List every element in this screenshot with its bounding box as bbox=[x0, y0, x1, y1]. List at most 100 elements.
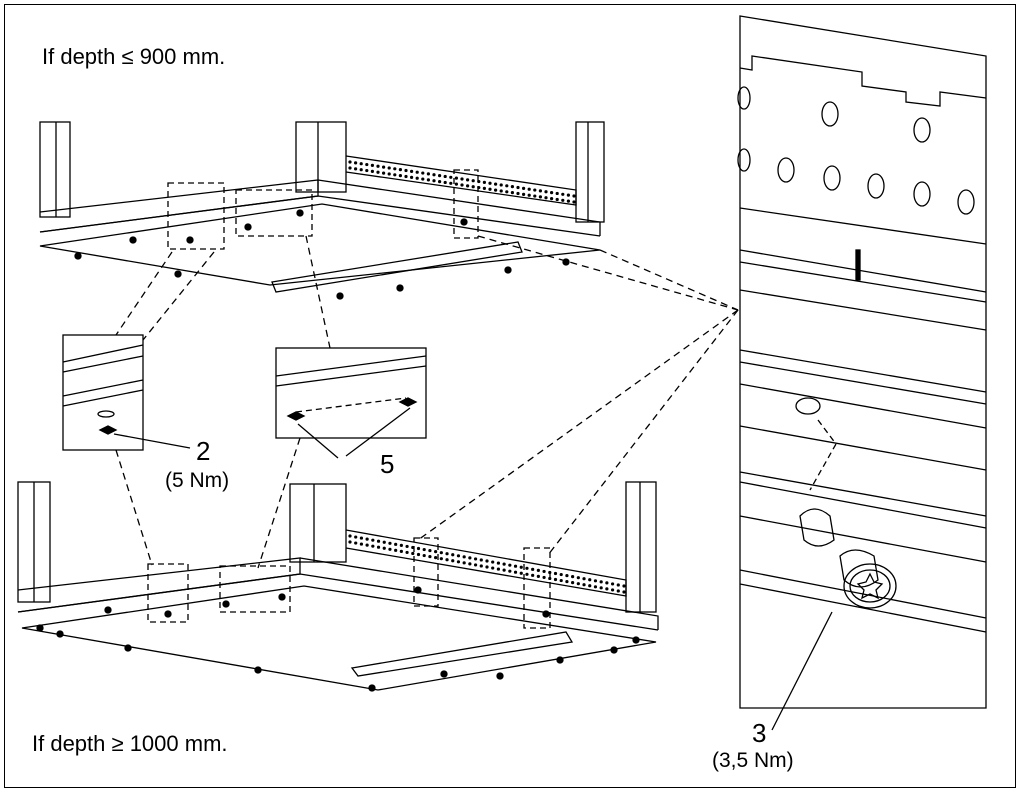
perforation-dot bbox=[410, 175, 414, 179]
perforation-dot bbox=[443, 180, 447, 185]
condition-depth-1000: If depth ≥ 1000 mm. bbox=[32, 731, 228, 756]
perforation-dot bbox=[542, 575, 546, 580]
perforation-dot bbox=[522, 186, 526, 190]
perforation-dot bbox=[471, 185, 475, 189]
perforation-dot bbox=[559, 572, 563, 577]
perforation-dot bbox=[505, 184, 509, 188]
perforation-dot bbox=[394, 548, 398, 552]
detail-inset-2 bbox=[62, 334, 191, 451]
perforation-dot bbox=[443, 174, 447, 179]
perforation-dot bbox=[565, 573, 569, 578]
perforation-dot bbox=[544, 190, 548, 194]
perforation-dot bbox=[426, 172, 430, 176]
perforation-dot bbox=[466, 184, 470, 188]
perforation-dot bbox=[513, 564, 518, 568]
perforation-dot bbox=[561, 198, 565, 202]
perforation-dot bbox=[405, 550, 409, 555]
perforation-dot bbox=[479, 558, 483, 562]
callout-2-torque: (5 Nm) bbox=[165, 469, 230, 492]
perforation-dot bbox=[559, 578, 563, 583]
perforation-dot bbox=[370, 169, 374, 173]
perforation-dot bbox=[422, 547, 426, 552]
perforation-dot bbox=[588, 584, 592, 588]
perforation-dot bbox=[359, 542, 364, 546]
callout-3-number: 3 bbox=[752, 718, 767, 748]
detail-panel-3 bbox=[737, 15, 987, 731]
perforation-dot bbox=[538, 189, 543, 193]
perforation-dot bbox=[605, 587, 609, 591]
perforation-dot bbox=[572, 194, 576, 198]
perforation-dot bbox=[462, 555, 466, 559]
perforation-dot bbox=[460, 177, 464, 181]
perforation-dot bbox=[466, 178, 470, 182]
perforation-dot bbox=[348, 160, 352, 164]
perforation-dot bbox=[421, 171, 425, 175]
perforation-dot bbox=[451, 553, 455, 557]
perforation-dot bbox=[508, 563, 512, 567]
perforation-dot bbox=[405, 544, 409, 549]
perforation-dot bbox=[404, 174, 408, 179]
perforation-dot bbox=[354, 161, 358, 165]
perforation-dot bbox=[411, 545, 415, 550]
perforation-dot bbox=[439, 557, 443, 561]
perforation-dot bbox=[387, 172, 391, 176]
perforation-dot bbox=[588, 578, 592, 582]
perforation-dot bbox=[538, 195, 543, 199]
perforation-dot bbox=[382, 171, 386, 175]
perforation-dot bbox=[510, 191, 514, 195]
perforation-dot bbox=[616, 583, 620, 587]
perforation-dot bbox=[398, 174, 402, 178]
perforation-dot bbox=[404, 168, 408, 173]
perforation-dot bbox=[505, 190, 509, 194]
torx-screw bbox=[839, 549, 897, 609]
rail-holes bbox=[737, 86, 975, 215]
perforation-dot bbox=[516, 185, 520, 190]
perforation-dot bbox=[565, 579, 569, 584]
perforation-dot bbox=[571, 581, 575, 585]
perforation-dot bbox=[582, 577, 586, 581]
perforation-dot bbox=[421, 177, 425, 181]
perforation-dot bbox=[485, 565, 489, 569]
perforation-dot bbox=[398, 168, 402, 172]
perforation-dot bbox=[382, 540, 386, 544]
perforation-dot bbox=[550, 191, 554, 195]
perforation-dot bbox=[428, 554, 432, 559]
perforation-dot bbox=[488, 187, 492, 191]
perforation-dot bbox=[622, 590, 626, 594]
perforation-dot bbox=[445, 558, 449, 562]
perforation-dot bbox=[519, 565, 523, 569]
perforation-dot bbox=[482, 186, 486, 190]
perforation-dot bbox=[454, 182, 458, 186]
perforation-dot bbox=[382, 546, 386, 550]
perforation-dot bbox=[510, 185, 514, 189]
perforation-dot bbox=[525, 566, 529, 570]
detail-inset-5 bbox=[275, 347, 427, 459]
perforation-dot bbox=[536, 568, 540, 572]
condition-depth-900: If depth ≤ 900 mm. bbox=[42, 44, 226, 69]
perforation-dot bbox=[451, 559, 455, 563]
perforation-dot bbox=[468, 562, 472, 566]
perforation-dot bbox=[550, 197, 554, 201]
perforation-dot bbox=[449, 175, 453, 179]
perforation-dot bbox=[462, 561, 466, 565]
perforation-dot bbox=[354, 541, 358, 545]
perforations-top bbox=[348, 160, 576, 204]
perforation-dot bbox=[499, 189, 503, 193]
perforation-dot bbox=[432, 179, 436, 183]
perforation-dot bbox=[456, 560, 461, 564]
perforation-dot bbox=[376, 539, 381, 543]
perforation-dot bbox=[605, 581, 609, 585]
perforation-dot bbox=[566, 199, 571, 203]
callout-2-number: 2 bbox=[196, 436, 211, 466]
perforation-dot bbox=[542, 569, 546, 574]
perforation-dot bbox=[536, 574, 540, 578]
perforation-dot bbox=[428, 548, 432, 553]
perforation-dot bbox=[522, 192, 526, 196]
perforation-dot bbox=[359, 168, 363, 172]
perforation-dot bbox=[376, 170, 380, 174]
perforation-dot bbox=[525, 572, 529, 576]
perforation-dot bbox=[365, 162, 369, 167]
perforation-dot bbox=[415, 170, 419, 174]
perforation-dot bbox=[449, 181, 453, 185]
perforation-dot bbox=[576, 582, 580, 586]
